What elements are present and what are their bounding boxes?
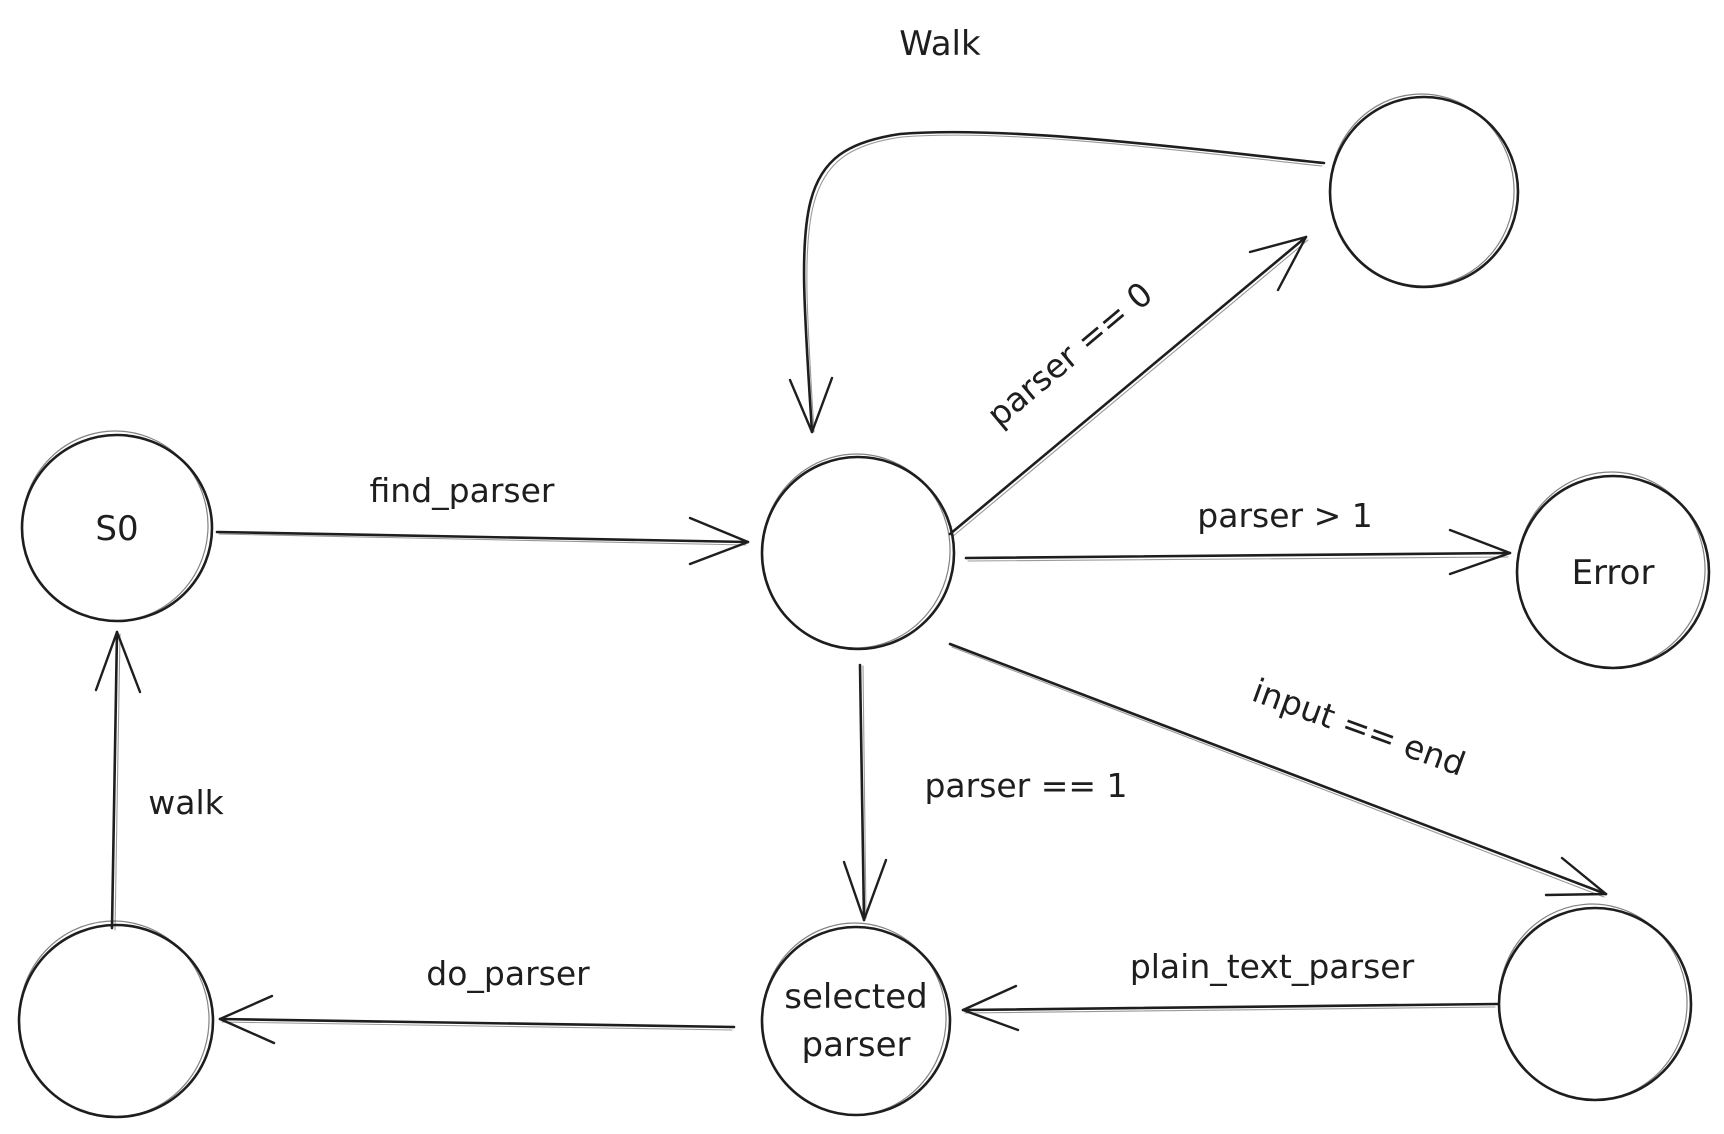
node-s0: S0: [20, 430, 214, 623]
edge-find-parser-label: find_parser: [370, 471, 555, 510]
node-end: [1497, 903, 1693, 1102]
node-selected-parser: selected parser: [760, 922, 952, 1117]
edge-parser-eq-1: parser == 1: [842, 663, 1128, 922]
node-done: [17, 920, 215, 1119]
edge-parser-eq-1-label: parser == 1: [924, 766, 1127, 805]
edge-do-parser: do_parser: [218, 954, 736, 1045]
node-error: Error: [1515, 471, 1711, 670]
edge-parser-gt-1: parser > 1: [964, 496, 1512, 576]
edge-walk-loop-label: Walk: [899, 24, 981, 64]
edge-walk: walk: [94, 630, 225, 931]
edge-walk-loop: Walk: [788, 24, 1326, 434]
node-error-label: Error: [1572, 553, 1655, 593]
node-selected-label-line2: parser: [801, 1025, 910, 1065]
edge-parser-gt-1-label: parser > 1: [1197, 496, 1372, 535]
edge-plain-text-parser-label: plain_text_parser: [1130, 947, 1415, 986]
node-zero: [1328, 93, 1520, 289]
edge-walk-label: walk: [148, 783, 224, 822]
edge-do-parser-label: do_parser: [426, 954, 590, 993]
edge-plain-text-parser: plain_text_parser: [961, 947, 1499, 1032]
node-s0-label: S0: [95, 509, 138, 549]
edge-find-parser: find_parser: [215, 471, 750, 566]
node-hub: [760, 453, 956, 651]
node-selected-label-line1: selected: [784, 977, 928, 1017]
